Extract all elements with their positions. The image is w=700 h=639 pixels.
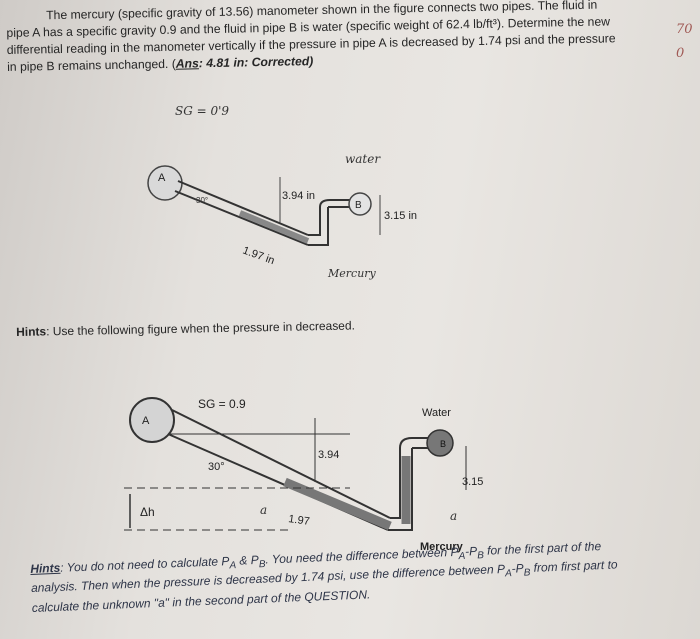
fig2-dim-vertical: 3.94 <box>318 449 339 461</box>
fig1-u-bend <box>308 207 329 246</box>
answer-label: Ans <box>175 56 199 71</box>
fig1-incline-fill <box>238 210 310 244</box>
fig2-u-bend <box>388 448 413 531</box>
fig2-pipe-b <box>426 429 454 457</box>
hint-2-text-2c: from first part to <box>530 557 618 576</box>
fig1-incline-bottom <box>174 190 309 246</box>
answer: Ans: 4.81 in: Corrected) <box>176 54 314 71</box>
fig1-mercury-label: Mercury <box>327 267 377 280</box>
fig1-sg-label: SG = 0'9 <box>175 104 229 118</box>
fig2-sg-label: SG = 0.9 <box>198 397 246 411</box>
fig1-dim-incline: 1.97 in <box>241 245 276 268</box>
fig1-pipe-b <box>348 192 372 216</box>
fig2-pipe-a-label: A <box>142 415 150 427</box>
hint-1-text: : Use the following figure when the pres… <box>45 318 356 339</box>
hint-1-label: Hints <box>16 324 47 339</box>
fig2-a-right: a <box>450 509 457 523</box>
figure-2: SG = 0.9 Water A B 30° 3.94 3.15 1.97 Δh… <box>124 397 483 553</box>
problem-line-4-text: in pipe B remains unchanged. ( <box>6 56 176 74</box>
answer-value: : 4.81 in: Corrected) <box>198 54 314 71</box>
fig2-mercury-label: Mercury <box>420 541 464 553</box>
fig1-angle: 30° <box>196 196 208 205</box>
fig1-dim-vertical: 3.94 in <box>282 190 315 202</box>
margin-note-1: 70 <box>676 22 693 37</box>
fig1-incline-top <box>177 180 309 236</box>
hint-2-text-2b: -P <box>511 561 524 577</box>
fig2-angle: 30° <box>208 461 225 473</box>
hint-2-text-1b: & P <box>235 552 259 568</box>
fig2-incline-top <box>171 409 391 519</box>
margin-note-2: 0 <box>676 46 685 61</box>
fig1-water-label: water <box>345 152 381 166</box>
fig2-water-label: Water <box>422 407 451 419</box>
fig2-top-bend <box>399 437 428 449</box>
fig2-a-left: a <box>260 503 267 517</box>
hint-2-label: Hints <box>30 560 61 576</box>
fig1-riser <box>319 199 352 208</box>
fig2-incline-fill <box>283 477 392 531</box>
fig2-dim-right: 3.15 <box>462 476 483 488</box>
fig1-pipe-a-label: A <box>158 172 166 184</box>
margin-note: 70 0 <box>676 18 693 66</box>
hint-2-text-1: : You do not need to calculate P <box>59 554 230 575</box>
fig2-pipe-a <box>129 397 175 443</box>
problem-statement: The mercury (specific gravity of 13.56) … <box>6 0 647 76</box>
fig2-pipe-b-label: B <box>440 439 446 449</box>
fig1-dim-right: 3.15 in <box>384 210 417 222</box>
fig1-pipe-b-label: B <box>355 200 362 211</box>
figure-1: SG = 0'9 water A B 30° 3.94 in 3.15 in 1… <box>147 104 417 280</box>
hint-1: Hints: Use the following figure when the… <box>16 318 355 339</box>
fig2-dim-incline: 1.97 <box>288 513 311 528</box>
fig2-delta-h: Δh <box>140 505 155 519</box>
hint-2-text-1d: -P <box>464 544 478 559</box>
